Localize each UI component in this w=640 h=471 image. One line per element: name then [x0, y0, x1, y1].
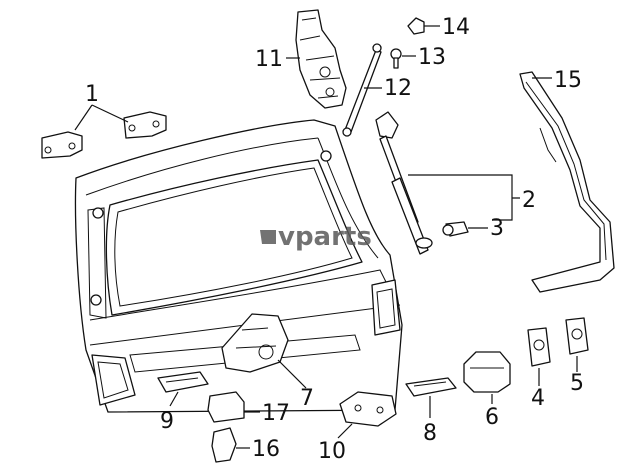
callout-4[interactable]: 4	[531, 386, 545, 411]
watermark: vparts	[260, 222, 372, 252]
part-17-switch[interactable]	[207, 391, 245, 423]
part-15-rail[interactable]	[519, 71, 615, 293]
part-14-cap[interactable]	[407, 17, 425, 35]
callout-8[interactable]: 8	[423, 421, 437, 446]
callout-10[interactable]: 10	[318, 439, 346, 464]
leader-2	[408, 174, 520, 221]
leader-9	[169, 391, 179, 407]
part-6-actuator[interactable]	[463, 351, 511, 393]
callout-labels: 1 2 3 4 5 6 7 8 9 10 11 12 13 14 15 16 1…	[85, 15, 584, 464]
watermark-text: vparts	[278, 222, 372, 252]
callout-7[interactable]: 7	[300, 386, 314, 411]
callout-1[interactable]: 1	[85, 82, 99, 107]
part-9-handle[interactable]	[157, 371, 209, 393]
callout-5[interactable]: 5	[570, 371, 584, 396]
callout-6[interactable]: 6	[485, 405, 499, 430]
callout-9[interactable]: 9	[160, 409, 174, 434]
part-2-strut[interactable]	[375, 111, 433, 255]
callout-12[interactable]: 12	[384, 76, 412, 101]
leader-1	[74, 104, 129, 131]
callout-2[interactable]: 2	[522, 188, 536, 213]
part-8-handle[interactable]	[405, 377, 457, 397]
part-10-bracket[interactable]	[339, 391, 397, 427]
liftgate-panel	[74, 119, 403, 413]
callout-14[interactable]: 14	[442, 15, 470, 40]
part-3-bolt[interactable]	[442, 221, 469, 237]
callout-3[interactable]: 3	[490, 216, 504, 241]
part-5-bumper[interactable]	[565, 317, 589, 355]
callout-16[interactable]: 16	[252, 437, 280, 462]
part-4-bumper[interactable]	[527, 327, 551, 367]
callout-13[interactable]: 13	[418, 45, 446, 70]
watermark-logo-icon	[260, 230, 276, 244]
callout-15[interactable]: 15	[554, 68, 582, 93]
callout-17[interactable]: 17	[262, 401, 290, 426]
part-7-latch[interactable]	[221, 313, 289, 373]
part-13-bolt[interactable]	[390, 48, 402, 69]
leader-7	[277, 359, 307, 389]
part-11-actuator[interactable]	[295, 9, 347, 109]
callout-11[interactable]: 11	[255, 47, 283, 72]
leader-10	[337, 423, 353, 439]
part-1-hinges[interactable]	[41, 111, 167, 159]
part-12-strut[interactable]	[342, 43, 382, 137]
part-16-connector[interactable]	[211, 427, 237, 463]
